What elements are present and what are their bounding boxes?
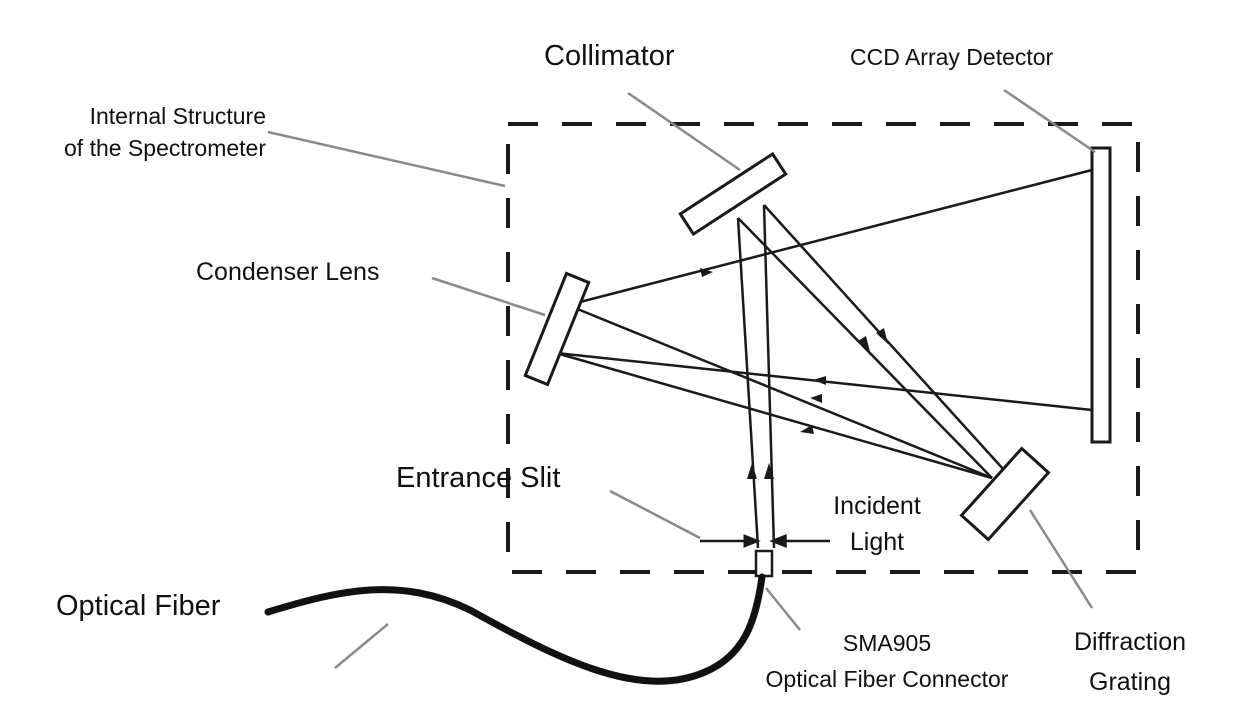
diffraction-grating [959, 446, 1051, 542]
arrow-to-grating [858, 336, 870, 352]
diffraction-grating-line1: Diffraction [1073, 628, 1187, 656]
internal-structure-label: Internal Structure of the Spectrometer [14, 100, 266, 164]
collimator-mirror [678, 151, 788, 237]
diffraction-grating-label: Diffraction Grating [1050, 622, 1210, 702]
entrance-slit-label: Entrance Slit [396, 462, 561, 494]
incident-light-line1: Incident [833, 492, 921, 520]
optical-fiber-cable [264, 573, 766, 685]
condenser-lens [523, 271, 591, 387]
diffraction-grating-line2: Grating [1089, 668, 1171, 696]
incident-light-line2: Light [849, 528, 905, 556]
collimator-label: Collimator [544, 40, 675, 72]
sma905-line2: Optical Fiber Connector [765, 666, 1009, 692]
optical-fiber-label: Optical Fiber [56, 590, 221, 622]
condenser-lens-label: Condenser Lens [196, 258, 380, 286]
internal-structure-line1: Internal Structure [89, 103, 266, 129]
sma905-line1: SMA905 [842, 630, 932, 656]
ccd-detector [1090, 146, 1112, 444]
sma905-connector [754, 549, 774, 578]
light-rays [555, 168, 1093, 549]
incident-light-label: Incident Light [812, 488, 942, 560]
leader-lines [267, 88, 1096, 669]
ray-arrows [700, 268, 888, 479]
sma905-label: SMA905 Optical Fiber Connector [736, 625, 1038, 697]
internal-structure-line2: of the Spectrometer [64, 135, 266, 161]
ccd-detector-label: CCD Array Detector [850, 44, 1054, 70]
